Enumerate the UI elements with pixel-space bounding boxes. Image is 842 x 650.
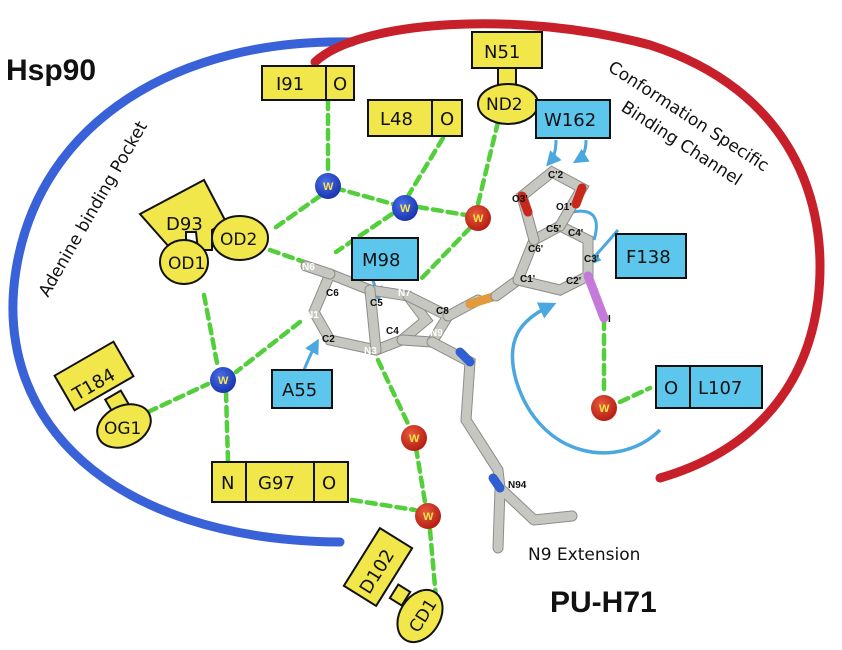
svg-text:N9: N9 (430, 328, 443, 339)
svg-text:C4': C4' (568, 228, 583, 239)
residue-l107: O L107 (655, 365, 763, 409)
svg-text:C2': C2' (566, 276, 581, 287)
residue-m98: M98 (351, 237, 419, 281)
svg-text:W: W (409, 433, 420, 445)
water-red-2: W (401, 425, 427, 451)
ligand-title: PU-H71 (550, 586, 657, 619)
residue-i91: I91 O (261, 65, 355, 101)
hydrogen-bonds (145, 97, 653, 601)
svg-text:L48: L48 (380, 109, 413, 130)
residue-w162: W162 (535, 99, 611, 139)
ligand-atom-labels: N6 C6 C5 N7 C8 N1 C4 N9 C2 N3 N94 C'2 O3… (302, 170, 611, 491)
svg-text:O: O (333, 74, 347, 95)
water-blue-2: W (392, 195, 418, 221)
svg-text:C5: C5 (370, 298, 383, 309)
svg-text:N94: N94 (508, 480, 527, 491)
svg-text:C6: C6 (326, 288, 339, 299)
svg-text:W: W (218, 375, 229, 387)
svg-text:N1: N1 (306, 310, 319, 321)
svg-text:OD2: OD2 (220, 230, 257, 250)
residue-a55: A55 (271, 369, 333, 409)
residue-d102: D102 CD1 (342, 526, 444, 644)
svg-text:N7: N7 (398, 288, 411, 299)
svg-text:W: W (323, 181, 334, 193)
svg-text:OD1: OD1 (168, 254, 205, 274)
svg-text:A55: A55 (282, 380, 317, 401)
svg-text:M98: M98 (362, 250, 400, 271)
svg-text:W: W (599, 403, 610, 415)
svg-text:O: O (440, 109, 454, 130)
svg-text:C3': C3' (584, 254, 599, 265)
svg-text:C1': C1' (520, 274, 535, 285)
svg-text:W: W (473, 213, 484, 225)
water-blue-3: W (210, 367, 236, 393)
svg-text:I: I (608, 314, 611, 325)
svg-text:G97: G97 (258, 473, 295, 494)
residue-f138: F138 (615, 233, 687, 279)
residue-g97: N G97 O (211, 461, 349, 503)
ligand-structure (300, 165, 609, 554)
svg-text:C5': C5' (546, 224, 561, 235)
svg-text:O3': O3' (512, 194, 528, 205)
water-red-4: W (591, 395, 617, 421)
svg-text:O1': O1' (556, 202, 572, 213)
hsp90-pocket-arc (8, 37, 357, 547)
svg-text:OG1: OG1 (104, 419, 141, 439)
svg-text:C'2: C'2 (548, 170, 564, 181)
residue-n51: N51 ND2 (471, 31, 543, 125)
svg-text:C4: C4 (386, 326, 399, 337)
protein-title: Hsp90 (6, 54, 96, 87)
svg-text:W162: W162 (544, 110, 596, 131)
svg-text:O: O (322, 473, 336, 494)
water-red-3: W (415, 503, 441, 529)
svg-text:N3: N3 (364, 346, 377, 357)
svg-text:C8: C8 (436, 306, 449, 317)
residue-t184: T184 OG1 (53, 340, 152, 449)
conformation-channel-arc (310, 19, 825, 483)
residue-l48: L48 O (367, 99, 463, 137)
svg-text:D93: D93 (166, 214, 203, 235)
water-blue-1: W (315, 173, 341, 199)
n9-extension-label: N9 Extension (528, 545, 640, 565)
svg-text:N: N (221, 473, 234, 494)
svg-text:O: O (664, 378, 678, 399)
svg-text:N51: N51 (484, 42, 520, 63)
svg-text:W: W (400, 203, 411, 215)
svg-text:ND2: ND2 (486, 95, 523, 115)
svg-text:I91: I91 (276, 74, 304, 95)
svg-text:C6': C6' (528, 244, 543, 255)
svg-text:L107: L107 (698, 378, 742, 399)
svg-text:F138: F138 (626, 247, 671, 268)
svg-text:N6: N6 (302, 262, 315, 273)
water-molecules: W W W W W W W (210, 173, 617, 529)
svg-text:W: W (423, 511, 434, 523)
water-red-1: W (465, 205, 491, 231)
residue-d93: D93 OD1 OD2 (138, 178, 269, 285)
adenine-pocket-label: Adenine binding Pocket (35, 118, 152, 301)
svg-text:C2: C2 (322, 334, 335, 345)
